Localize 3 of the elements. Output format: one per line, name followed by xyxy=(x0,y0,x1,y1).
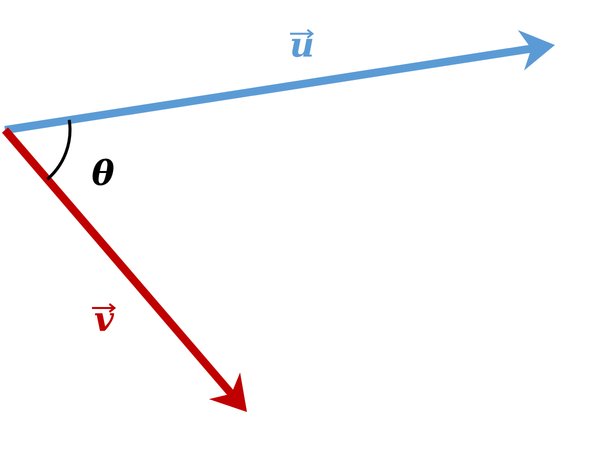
angle-label: θ xyxy=(92,158,114,186)
vector-label: u xyxy=(290,28,314,58)
vector-label: v xyxy=(92,303,116,331)
